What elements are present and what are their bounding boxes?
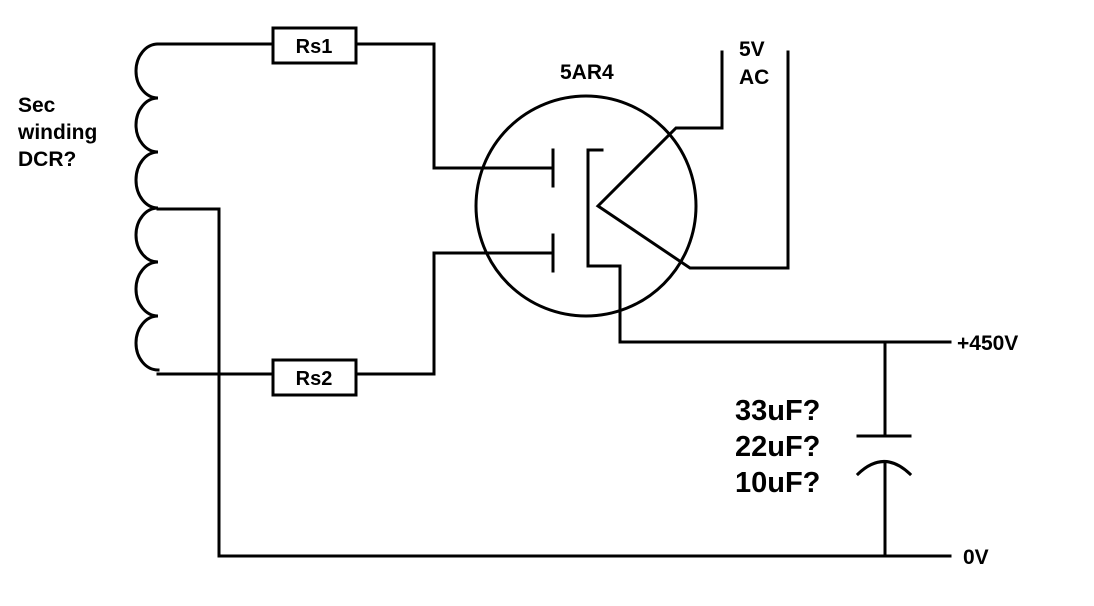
wire-rs2-path bbox=[156, 251, 555, 376]
cap-option-22: 22uF? bbox=[735, 431, 820, 463]
tube-label: 5AR4 bbox=[560, 61, 614, 84]
rs2-label: Rs2 bbox=[296, 368, 333, 390]
resistor-rs1 bbox=[271, 26, 358, 65]
cap-option-10: 10uF? bbox=[735, 467, 820, 499]
wire-center-tap bbox=[156, 207, 952, 558]
ground-label: 0V bbox=[963, 546, 989, 569]
heater-filament bbox=[595, 50, 790, 270]
rs1-label: Rs1 bbox=[296, 36, 333, 58]
heater-label-line1: 5V bbox=[739, 38, 765, 61]
resistor-rs2 bbox=[271, 358, 358, 397]
wire-rs1-path bbox=[156, 42, 555, 170]
winding-label-line1: Sec bbox=[18, 94, 56, 117]
filter-capacitor bbox=[855, 340, 913, 558]
tube-envelope bbox=[474, 94, 698, 318]
winding-label-line3: DCR? bbox=[18, 148, 76, 171]
secondary-winding bbox=[134, 42, 160, 372]
heater-label-line2: AC bbox=[739, 66, 769, 89]
cap-option-33: 33uF? bbox=[735, 395, 820, 427]
winding-label-line2: winding bbox=[17, 121, 97, 144]
bplus-label: +450V bbox=[957, 332, 1018, 355]
cathode bbox=[586, 148, 622, 344]
